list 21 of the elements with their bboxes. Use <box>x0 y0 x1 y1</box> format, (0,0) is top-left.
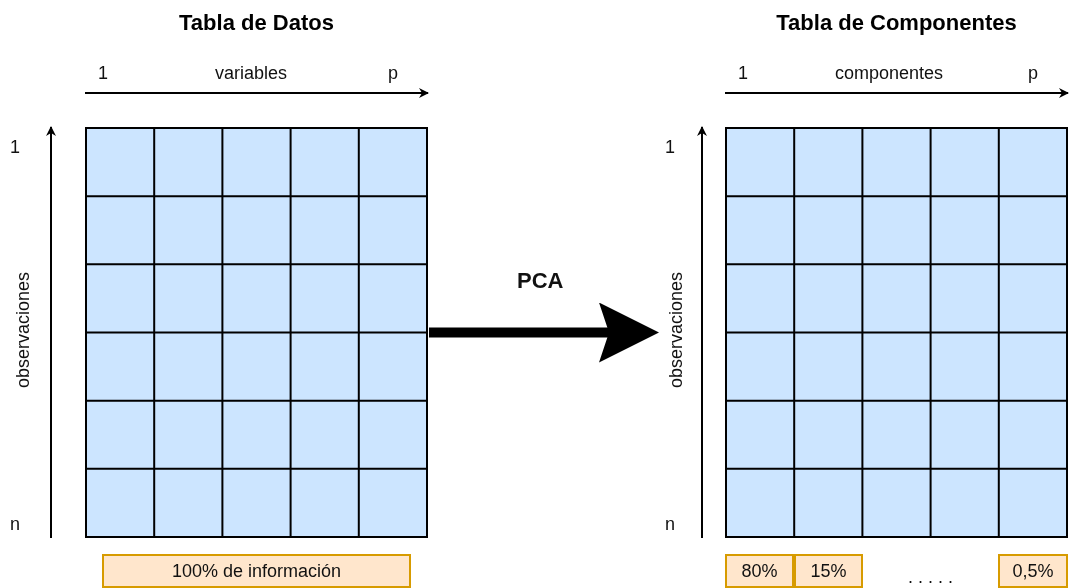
axis-label: p <box>388 63 398 83</box>
table-title: Tabla de Datos <box>178 10 335 36</box>
table-title: Tabla de Componentes <box>775 10 1018 36</box>
axis-label: observaciones <box>666 271 686 389</box>
axis-label: 1 <box>10 137 20 157</box>
axis-label: p <box>1028 63 1038 83</box>
percentage-box: 100% de información <box>102 554 411 588</box>
axis-label: . . . . . <box>908 567 953 587</box>
percentage-box: 15% <box>794 554 863 588</box>
edge-label: PCA <box>517 270 564 291</box>
transform-arrow <box>429 302 659 363</box>
axis-label: n <box>665 514 675 534</box>
percentage-box: 0,5% <box>998 554 1068 588</box>
axis-label: 1 <box>738 63 748 83</box>
axis-label: 1 <box>665 137 675 157</box>
axis-label: 1 <box>98 63 108 83</box>
axis-label: variables <box>215 63 288 83</box>
percentage-box: 80% <box>725 554 794 588</box>
axis-label: componentes <box>835 63 944 83</box>
axis-label: observaciones <box>13 271 33 389</box>
axis-label: n <box>10 514 20 534</box>
